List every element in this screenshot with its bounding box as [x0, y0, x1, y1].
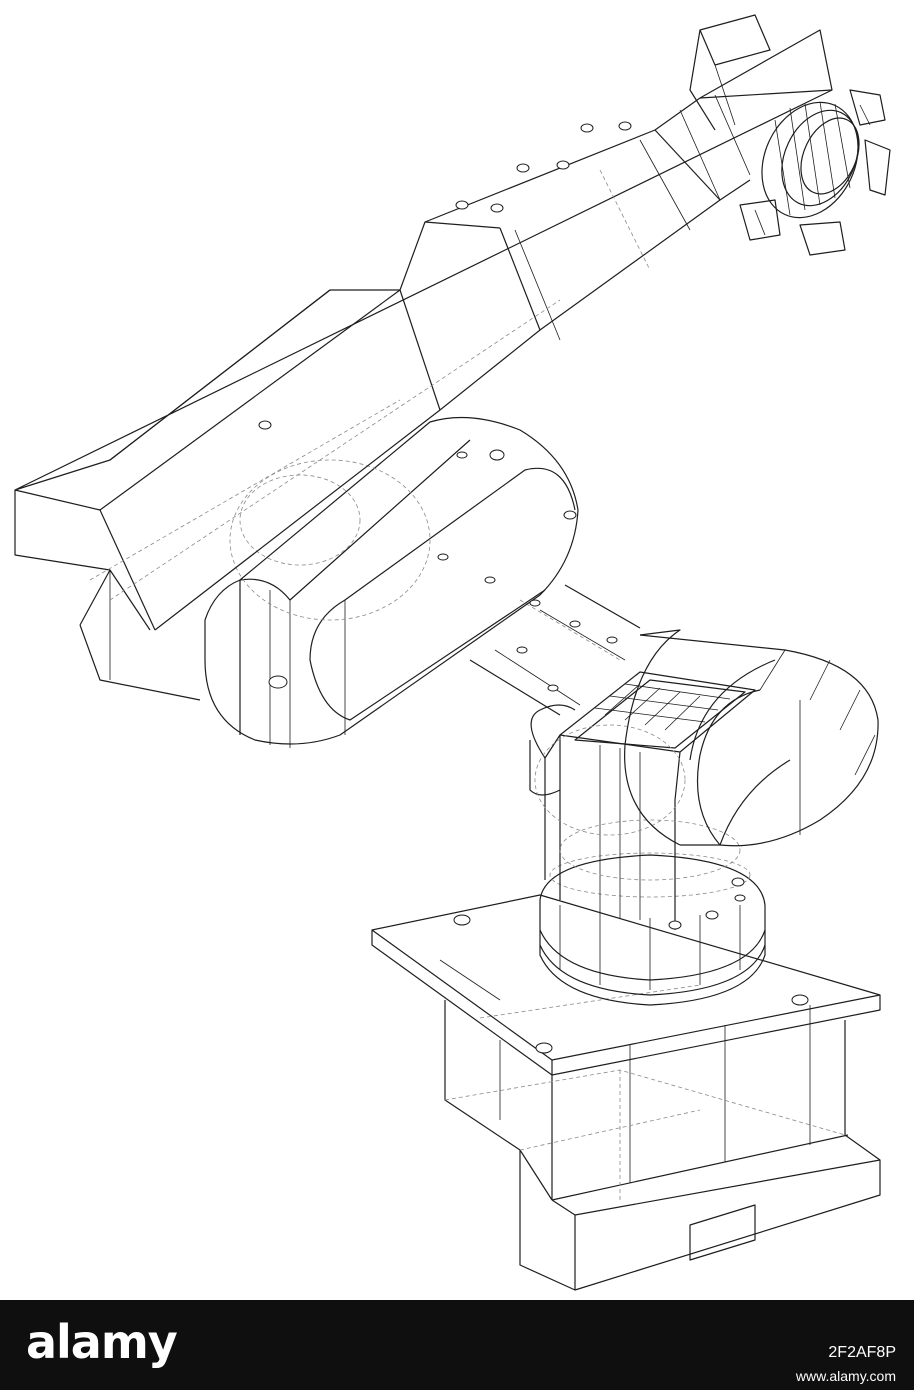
- turret-ring: [539, 852, 766, 1006]
- elbow-housing: [204, 416, 579, 748]
- stock-photo-footer: alamy 2F2AF8P www.alamy.com: [0, 1300, 914, 1390]
- image-id-label: 2F2AF8P: [828, 1344, 896, 1361]
- alamy-logo: alamy: [26, 1315, 178, 1369]
- robot-arm-drawing: [14, 14, 891, 1291]
- vertical-column: [529, 671, 756, 930]
- shoulder-housing: [624, 629, 879, 847]
- wireframe-robot-arm-illustration: [14, 14, 891, 1291]
- base-platform: [371, 894, 881, 1291]
- lower-arm-link: [469, 584, 641, 716]
- upper-arm-beam: [14, 29, 833, 701]
- site-url-label: www.alamy.com: [795, 1368, 896, 1384]
- wrist-flange: [689, 14, 891, 256]
